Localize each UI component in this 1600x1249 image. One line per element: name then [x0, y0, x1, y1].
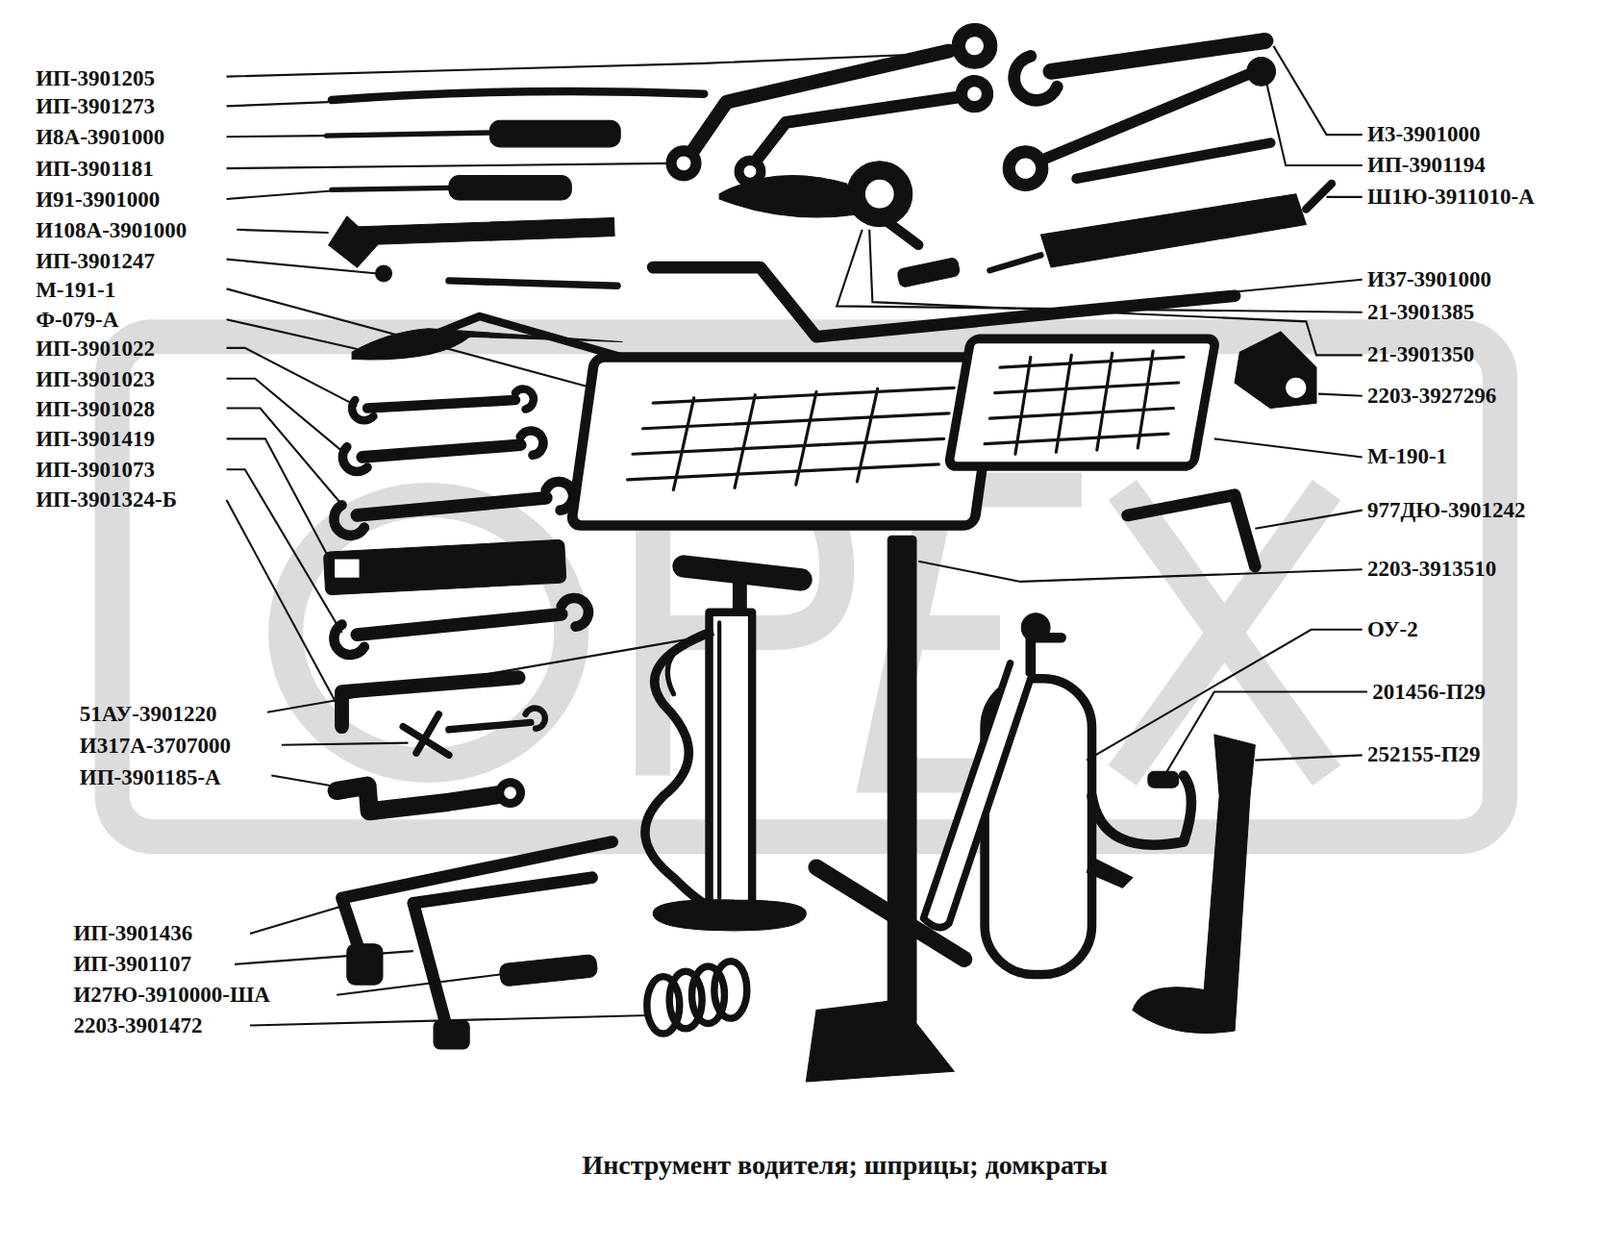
part-number: ИП-3901185-А	[79, 765, 222, 790]
part-number: ИП-3901436	[73, 921, 193, 946]
part-number: М-190-1	[1367, 445, 1448, 470]
part-number: 2203-3913510	[1367, 557, 1497, 582]
part-number: ИП-3901028	[35, 397, 155, 422]
part-number: Ш1Ю-3911010-А	[1367, 184, 1535, 209]
part-number: ИП-3901107	[73, 951, 192, 976]
part-number: И317А-3707000	[79, 733, 231, 758]
part-number: И3-3901000	[1367, 122, 1481, 147]
part-number: 51АУ-3901220	[79, 701, 218, 726]
part-number: И8А-3901000	[35, 125, 165, 150]
part-number: 21-3901385	[1367, 300, 1475, 325]
watermark	[112, 336, 1500, 837]
part-number: ИП-3901194	[1367, 152, 1486, 177]
part-number: ИП-3901247	[35, 249, 155, 274]
part-number: Ф-079-А	[35, 308, 119, 333]
part-number: ИП-3901022	[35, 336, 155, 361]
part-number: ИП-3901324-Б	[35, 487, 177, 512]
part-number: ИП-3901205	[35, 66, 155, 91]
part-number: 977ДЮ-3901242	[1367, 498, 1525, 523]
leader-lines	[226, 46, 1368, 1026]
part-number: М-191-1	[35, 278, 116, 303]
part-number: ИП-3901181	[35, 157, 154, 182]
part-number: И37-3901000	[1367, 267, 1492, 292]
part-number: 21-3901350	[1367, 343, 1475, 368]
part-number: И27Ю-3910000-ША	[73, 982, 270, 1007]
part-number: ОУ-2	[1367, 617, 1419, 642]
part-number: И91-3901000	[35, 187, 160, 212]
tools	[323, 23, 1331, 1081]
part-number: ИП-3901073	[35, 458, 155, 483]
caption: Инструмент водителя; шприцы; домкраты	[581, 1150, 1108, 1181]
part-number: 201456-П29	[1372, 679, 1486, 704]
part-number: ИП-3901273	[35, 95, 155, 120]
part-number: ИП-3901023	[35, 367, 155, 392]
part-number: 2203-3927296	[1367, 383, 1497, 408]
part-number: ИП-3901419	[35, 427, 155, 452]
part-number: 252155-П29	[1367, 743, 1481, 768]
part-number: 2203-3901472	[73, 1013, 202, 1038]
part-number: И108А-3901000	[35, 218, 187, 243]
